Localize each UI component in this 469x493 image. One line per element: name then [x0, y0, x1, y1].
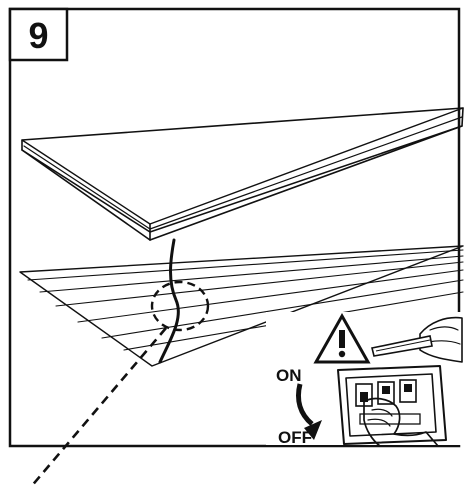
- on-label: ON: [276, 366, 302, 385]
- warning-triangle-icon: [313, 312, 371, 364]
- step-number-box: 9: [8, 7, 69, 62]
- breaker-inset: ON OFF: [266, 312, 463, 447]
- illustration-frame: [8, 7, 461, 448]
- ceiling-panel: [21, 107, 464, 241]
- off-label: OFF: [278, 428, 312, 447]
- lower-hand: [363, 397, 439, 447]
- power-cable: [158, 238, 180, 364]
- step-number: 9: [28, 15, 48, 56]
- screwdriver-icon: [371, 335, 433, 357]
- detail-leader-line: [29, 327, 167, 489]
- curved-arrow-down-icon: [296, 383, 322, 440]
- connector-highlight-circle: [150, 280, 210, 332]
